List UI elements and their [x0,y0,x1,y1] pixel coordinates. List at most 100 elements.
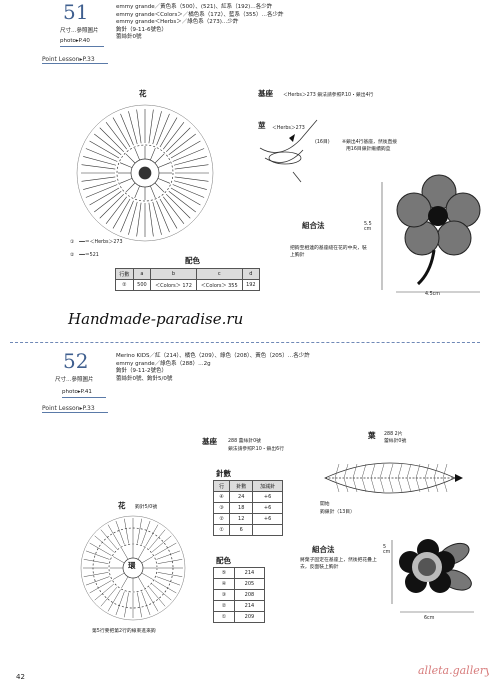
stem-51-chart [259,119,318,183]
stitch-mark [125,153,136,164]
stitch-mark [433,463,439,479]
stitch-mark [105,122,127,150]
stitch-mark [172,184,205,198]
stitch-mark [83,572,109,577]
assembly-51-title: 組合法 [302,221,325,230]
assembly-52-width: 6cm [424,616,435,621]
pattern-51-lesson: Point Lesson▸P.33 [42,56,108,64]
page-number: 42 [16,673,25,681]
table-cell: ＜Colors＞ 172 [150,279,197,291]
legend-2: ② ━━＝521 [70,253,99,258]
stitch-mark [166,194,191,219]
stitch-mark [370,477,376,493]
stitch-mark [173,156,207,166]
stitch-mark [154,542,177,556]
stitch-mark [397,477,403,493]
stitch-mark [415,463,421,479]
signature: alleta.gallery [418,664,489,677]
base-51-note: ＜Herbs＞273 鎖法請參照P.10・鎖出4行 [283,93,374,98]
material-line: 鉤針（9-11-6號色） [116,26,167,33]
count-title: 針數 [216,469,231,478]
pattern-51-materials: emmy grande／黃色系（500）、(521)、紅系（192)…各少許 e… [116,4,284,42]
assembly-51-text: 把鉤至相連的基座縫在花的中央，裝上胸針 [290,246,367,258]
stitch-mark [94,535,115,553]
stitch-mark [152,201,162,235]
stitch-mark [119,162,133,168]
stitch-mark [112,198,131,229]
stitch-mark [125,182,136,193]
table-cell: ④ [212,491,231,503]
base-52-note-2: 鎖法請參照P.10・鎖出6行 [228,447,284,452]
stitch-mark [85,184,118,198]
stitch-mark [121,576,129,589]
pattern-52-number: 52 [63,349,89,373]
table-cell: +6 [252,491,283,503]
stitch-mark [141,520,151,545]
table-header: a [132,268,152,280]
stitch-mark [157,572,183,577]
stitch-mark [168,133,196,155]
stitch-mark [154,153,165,164]
stitch-mark [406,477,412,493]
leaf-52-start: 開始 [320,502,330,507]
stitch-mark [141,591,151,616]
stitch-mark [112,117,131,148]
section-divider [10,342,480,343]
material-line: emmy grande＜Herbs＞／綠色系（273)…少許 [116,19,239,25]
stitch-mark [89,187,120,206]
table-cell: 18 [229,502,254,514]
stitch-mark [128,111,138,145]
stem-51-label: ＜Herbs＞273 [272,126,305,131]
stitch-mark [442,477,448,493]
table-header: 行 [212,480,231,492]
stitch-mark [136,202,142,237]
table-cell: ② [213,600,235,612]
stitch-mark [170,140,201,159]
stitch-mark [174,164,209,170]
material-line: 蕾絲針0號、鉤針5/0號 [116,375,173,382]
stitch-mark [112,572,125,580]
stitch-mark [83,156,117,166]
stitch-mark [89,580,112,594]
pattern-52-lesson: Point Lesson▸P.33 [42,405,108,413]
stitch-mark [352,477,358,493]
assembly-52-text: 將葉子固定在基座上，然後把花疊上去，反面裝上胸針 [300,558,377,570]
table-cell: ② [212,513,231,525]
table-cell: ② [115,279,134,291]
stitch-mark [343,463,349,479]
stitch-mark [150,185,156,199]
stitch-mark [141,572,154,580]
stitch-mark [145,589,159,612]
material-line: 蕾絲針0號 [116,34,142,40]
stitch-mark [119,178,133,184]
stitch-mark [156,200,170,233]
stitch-mark [145,524,159,547]
base-51-title: 基座 [258,89,273,98]
leaf-52-title: 葉 [368,431,376,440]
pattern-52-materials: Merino KIDS／紅（214）、橘色（209）、綠色（208）、黃色（20… [116,353,310,383]
table-cell: 6 [229,524,254,536]
pattern-52-size: 尺寸…參照圖片 [55,377,94,383]
stitch-mark [120,200,134,233]
stitch-mark [173,180,207,190]
leaf-52-start-2: 鉤鎖針（13目） [320,510,355,515]
stitch-mark [388,477,394,493]
table-cell: 12 [229,513,254,525]
color-51-title: 配色 [185,256,200,265]
stitch-mark [107,589,121,612]
table-header: 針數 [229,480,254,492]
stitch-mark [172,148,205,162]
stitch-mark [406,463,412,479]
flower-52-title: 花 [118,501,126,510]
table-cell: ① [212,524,231,536]
table-header: d [241,268,261,280]
stem-51-title: 莖 [258,121,266,130]
stitch-mark [415,477,421,493]
stitch-mark [85,576,110,586]
stitch-mark [136,109,142,144]
stitch-mark [94,191,122,213]
stitch-mark [121,547,129,560]
stitch-mark [120,113,134,146]
stitch-mark [83,180,117,190]
stitch-mark [81,164,116,170]
